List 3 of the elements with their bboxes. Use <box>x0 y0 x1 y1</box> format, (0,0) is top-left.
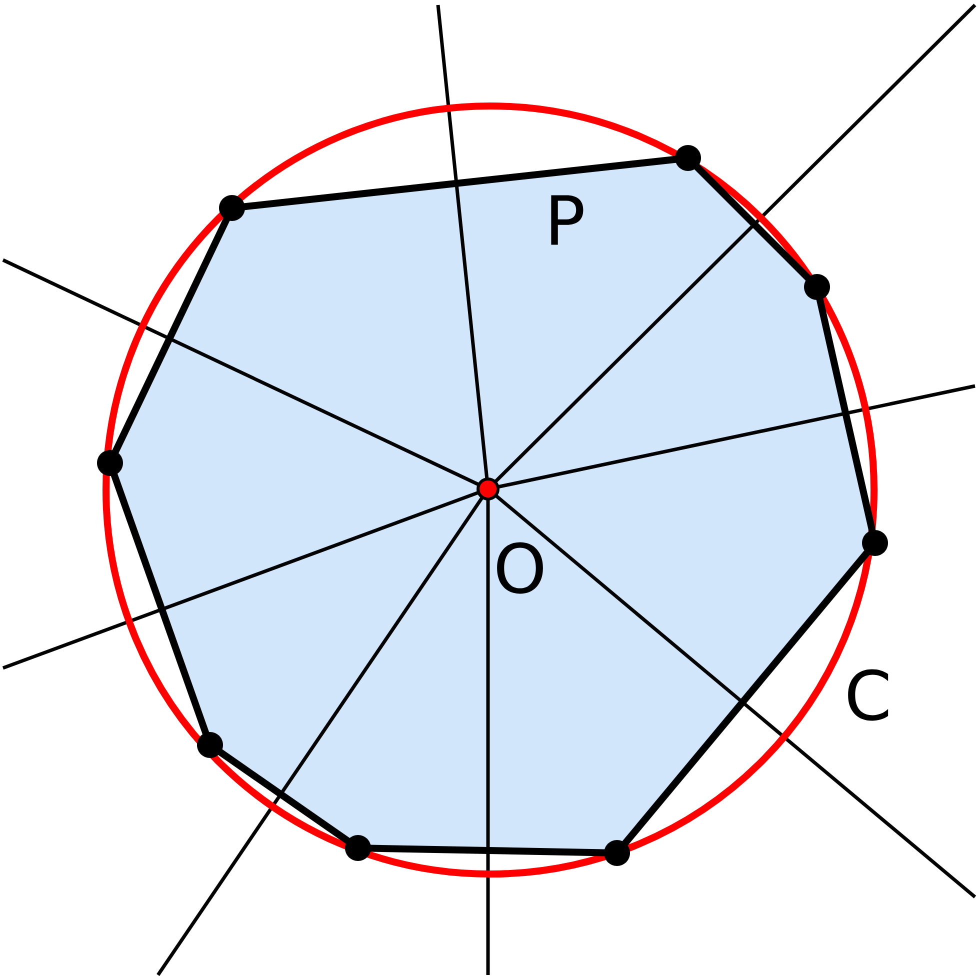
point-label: P <box>551 195 584 245</box>
point-label: C <box>848 669 888 721</box>
point-label: O <box>497 542 543 594</box>
